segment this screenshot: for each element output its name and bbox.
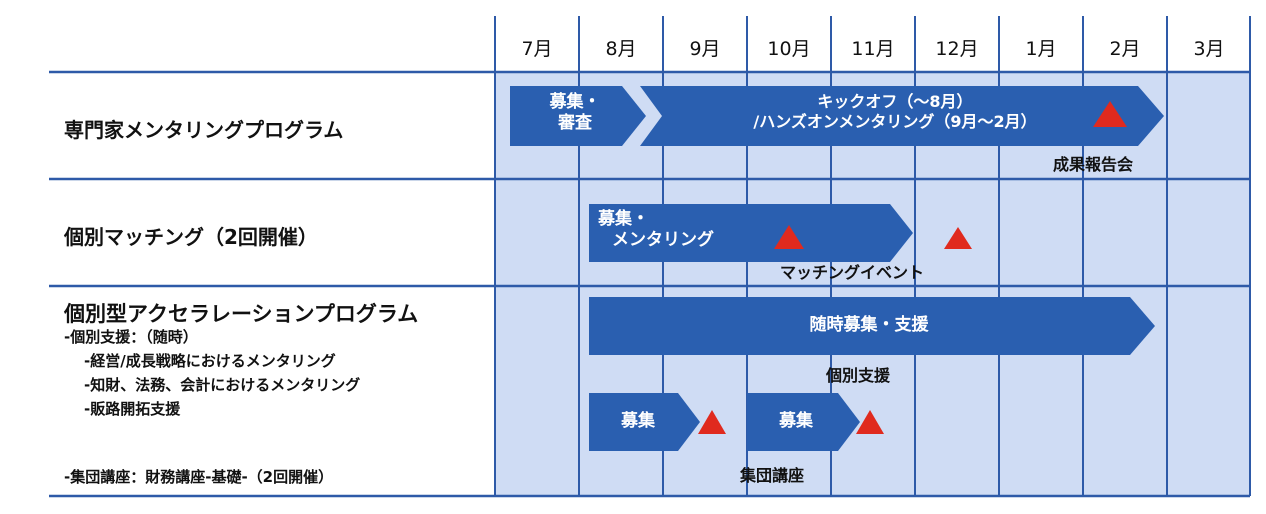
row-label-acceleration: 個別型アクセラレーションプログラム bbox=[64, 302, 419, 326]
arrow-label-line: キックオフ（〜8月） bbox=[817, 92, 973, 111]
arrow-label: 募集 bbox=[621, 411, 655, 431]
event-label-matching: マッチングイベント bbox=[780, 263, 925, 282]
arrow-label-line: メンタリング bbox=[612, 230, 714, 251]
row-label-matching: 個別マッチング（2回開催） bbox=[64, 225, 318, 249]
arrow-label-line: 募集・ bbox=[549, 92, 601, 112]
arrow-mentoring-recruit bbox=[510, 86, 646, 146]
row-sublabel: -販路開拓支援 bbox=[84, 400, 181, 418]
event-label-group-seminar: 集団講座 bbox=[740, 466, 805, 485]
month-header: 9月 bbox=[689, 38, 721, 60]
arrow-seminar-recruit-2 bbox=[747, 393, 860, 451]
milestone-mentoring-report bbox=[1093, 101, 1127, 127]
milestone-seminar-1 bbox=[698, 410, 726, 434]
arrow-label-line: 審査 bbox=[558, 113, 592, 134]
milestone-seminar-2 bbox=[856, 410, 884, 434]
arrow-label: 随時募集・支援 bbox=[809, 315, 929, 335]
row-sublabel: -知財、法務、会計におけるメンタリング bbox=[84, 376, 361, 394]
arrow-seminar-recruit-1 bbox=[589, 393, 700, 451]
row-dividers bbox=[49, 70, 1250, 498]
milestone-matching-2 bbox=[944, 227, 972, 249]
row-sublabel: -個別支援：（随時） bbox=[64, 328, 198, 346]
month-header: 10月 bbox=[767, 38, 811, 60]
month-header: 2月 bbox=[1109, 38, 1141, 60]
month-header: 7月 bbox=[521, 38, 553, 60]
arrow-matching-recruit bbox=[589, 204, 913, 262]
row-label-mentoring: 専門家メンタリングプログラム bbox=[64, 118, 344, 142]
arrow-accel-support bbox=[589, 297, 1155, 355]
arrow-label: 募集・ 審査 bbox=[520, 92, 630, 135]
event-label-report: 成果報告会 bbox=[1053, 155, 1134, 174]
month-header: 3月 bbox=[1193, 38, 1225, 60]
arrow-mentoring-kickoff bbox=[640, 86, 1164, 146]
arrow-label: 募集・ メンタリング bbox=[598, 209, 714, 252]
month-header: 11月 bbox=[851, 38, 895, 60]
arrow-label: 募集 bbox=[779, 411, 813, 431]
milestone-matching-1 bbox=[774, 225, 804, 249]
row-sublabel: -集団講座：財務講座-基礎-（2回開催） bbox=[64, 468, 334, 486]
row-sublabel: -経営/成長戦略におけるメンタリング bbox=[84, 352, 336, 370]
arrow-label-line: /ハンズオンメンタリング（9月〜2月） bbox=[753, 112, 1037, 131]
month-header: 12月 bbox=[935, 38, 979, 60]
month-header: 1月 bbox=[1025, 38, 1057, 60]
arrow-label-line: 募集・ bbox=[598, 209, 649, 229]
arrow-label: キックオフ（〜8月） /ハンズオンメンタリング（9月〜2月） bbox=[670, 92, 1120, 132]
event-label-individual-support: 個別支援 bbox=[826, 366, 891, 385]
month-header: 8月 bbox=[605, 38, 637, 60]
